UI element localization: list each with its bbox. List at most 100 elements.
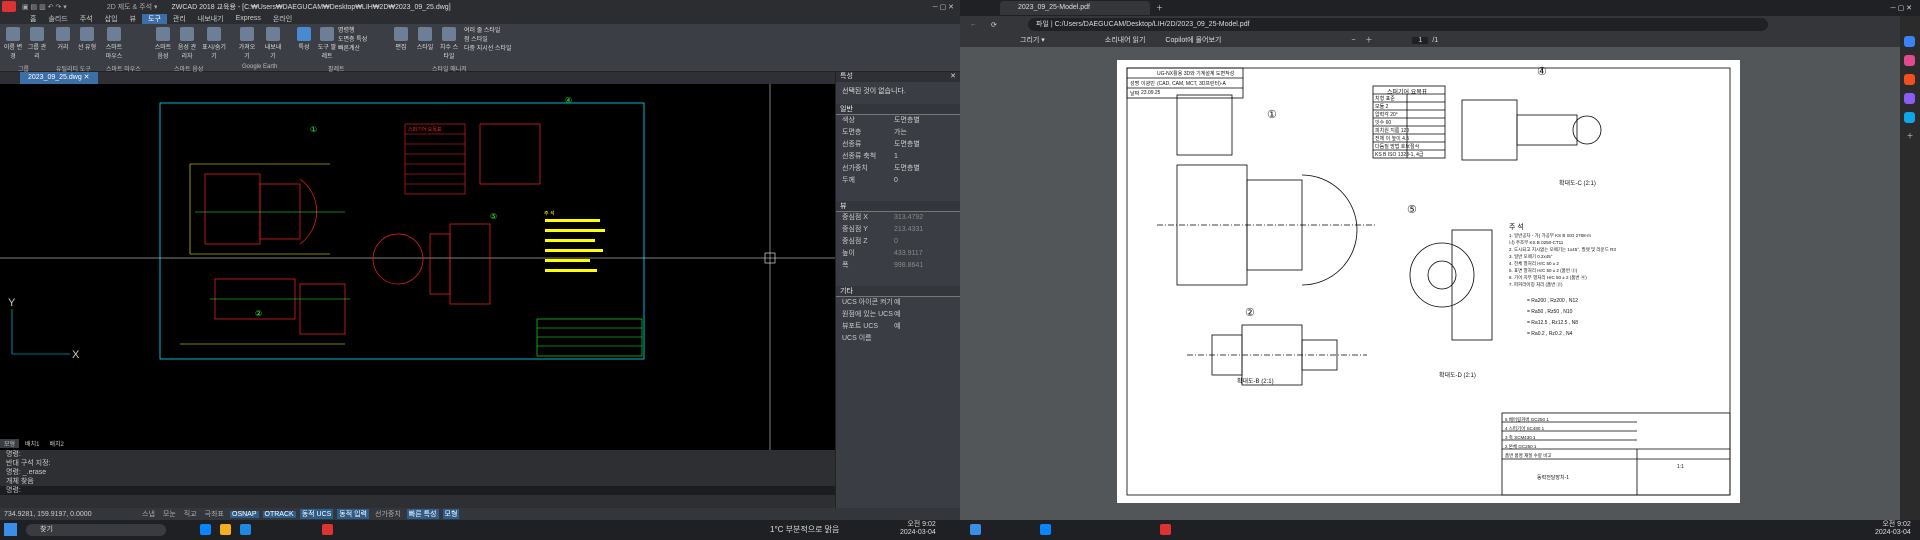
zoom-out-button[interactable]: −	[1351, 36, 1356, 44]
tools-icon[interactable]	[1904, 74, 1915, 85]
edge-tab-pdf[interactable]: 2023_09_25-Model.pdf	[1000, 1, 1150, 15]
export-button[interactable]: 내보내기	[262, 27, 284, 60]
linetype-button[interactable]: 선 유형	[76, 27, 98, 51]
explorer-taskbar-icon[interactable]	[220, 524, 231, 535]
add-icon[interactable]: ＋	[1906, 133, 1914, 140]
tab-solid[interactable]: 솔리드	[48, 15, 68, 23]
layout1-tab[interactable]: 배치1	[25, 442, 40, 448]
close-icon[interactable]: ✕	[950, 73, 956, 80]
tab-manage[interactable]: 관리	[172, 15, 186, 23]
dim-style-button[interactable]: 치수 스타일	[438, 27, 460, 60]
tab-tools[interactable]: 도구	[142, 13, 167, 24]
layer-properties-toggle[interactable]: 도면층 특성	[338, 37, 368, 43]
mleader-style-toggle[interactable]: 다중 지시선 스타일	[464, 46, 512, 52]
palette-icon	[320, 27, 334, 41]
shopping-icon[interactable]	[1904, 55, 1915, 66]
props-section-misc[interactable]: 기타	[836, 286, 960, 297]
cad-window-controls[interactable]: ─ ▢ ✕	[932, 3, 954, 11]
doc-tab[interactable]: 2023_09_25.dwg ✕	[20, 72, 98, 84]
tab-annotate[interactable]: 주석	[79, 15, 93, 23]
refresh-icon[interactable]: ⟳	[991, 21, 997, 29]
text-style-button[interactable]: 편집	[390, 27, 412, 51]
zoom-in-button[interactable]: ＋	[1365, 37, 1373, 44]
style-button[interactable]: 스타일	[414, 27, 436, 51]
layout2-tab[interactable]: 배치2	[49, 442, 64, 448]
windows-start-icon-2[interactable]	[970, 524, 981, 535]
tool-palette-button[interactable]: 도구 팔레트	[316, 27, 338, 60]
model-space-toggle[interactable]: 모형	[442, 509, 460, 519]
distance-button[interactable]: 거리	[52, 27, 74, 51]
otrack-toggle[interactable]: OTRACK	[262, 510, 296, 518]
props-section-view[interactable]: 뷰	[836, 201, 960, 212]
prop-row[interactable]: 원점에 있는 UCS ...예	[842, 311, 901, 318]
tab-view[interactable]: 뷰	[129, 15, 137, 23]
snap-toggle[interactable]: 스냅	[142, 511, 155, 518]
osnap-toggle[interactable]: OSNAP	[230, 510, 259, 518]
new-tab-button[interactable]: ＋	[1156, 5, 1163, 12]
dyn-toggle[interactable]: 동적 입력	[337, 509, 370, 519]
weather-widget[interactable]: 1°C 부분적으로 맑음	[770, 525, 840, 534]
zwcad-logo-icon[interactable]	[2, 1, 16, 12]
command-input[interactable]: 명령:	[0, 486, 835, 495]
quick-access-icons[interactable]: ▣ ▤ ▥ ↶ ↷ ▾	[22, 3, 67, 11]
tab-insert[interactable]: 삽입	[104, 15, 118, 23]
import-button[interactable]: 가져오기	[236, 27, 258, 60]
prop-row[interactable]: UCS 이름	[842, 335, 872, 342]
smart-mouse-button[interactable]: 스마트 마우스	[103, 27, 125, 60]
properties-button[interactable]: 특성	[293, 27, 315, 51]
search-icon[interactable]	[1904, 36, 1915, 47]
tab-express[interactable]: Express	[235, 15, 261, 22]
cad-drawing-canvas[interactable]: Y X ① ④ ⑤ ② 스퍼기어 요목표 주 석 모형 배치1 배치2	[0, 84, 835, 450]
page-number-input[interactable]: 1	[1412, 36, 1429, 44]
model-tabs: 모형 배치1 배치2	[0, 439, 68, 448]
smart-voice-button[interactable]: 스마트 음성	[152, 27, 174, 60]
ducs-toggle[interactable]: 동적 UCS	[299, 509, 334, 519]
windows-start-icon[interactable]	[4, 523, 17, 536]
props-section-general[interactable]: 일반	[836, 104, 960, 115]
command-line-toggle[interactable]: 명령행	[338, 28, 355, 34]
url-field[interactable]: 파일 | C:/Users/DAEGUCAM/Desktop/LIH/2D/20…	[1028, 18, 1768, 31]
zwcad-taskbar-icon-2[interactable]	[1160, 524, 1171, 535]
show-hide-button[interactable]: 표시/숨기기	[200, 27, 228, 60]
games-icon[interactable]	[1904, 93, 1915, 104]
lineweight-toggle[interactable]: 선가중치	[375, 511, 401, 518]
back-icon[interactable]: ←	[970, 21, 977, 28]
pdf-draw-tool[interactable]: 그리기 ▾	[1020, 37, 1045, 44]
view-5-label: ⑤	[1407, 204, 1417, 216]
grid-toggle[interactable]: 모눈	[162, 511, 176, 518]
point-style-toggle[interactable]: 점 스타일	[464, 37, 488, 43]
model-tab[interactable]: 모형	[0, 439, 20, 448]
taskbar-search[interactable]: 찾기	[26, 524, 166, 536]
group-manager-button[interactable]: 그룹 관리	[26, 27, 48, 60]
tab-home[interactable]: 홈	[30, 15, 37, 23]
view-1-housing	[204, 173, 346, 335]
edge-taskbar-icon-2[interactable]	[1040, 524, 1051, 535]
tab-export[interactable]: 내보내기	[197, 15, 224, 23]
polar-toggle[interactable]: 극좌표	[204, 511, 224, 518]
outlook-icon[interactable]	[1904, 112, 1915, 123]
quick-props-toggle[interactable]: 빠른 특성	[406, 509, 439, 519]
zwcad-taskbar-icon[interactable]	[322, 524, 333, 535]
quick-calc-toggle[interactable]: 빠른계산	[338, 46, 361, 52]
rename-group-button[interactable]: 이름 변경	[2, 27, 24, 60]
mail-taskbar-icon[interactable]	[240, 524, 251, 535]
ortho-toggle[interactable]: 직교	[183, 511, 197, 518]
command-line[interactable]: 명령: 반대 구석 지정: 명령: _.erase 개체 찾음 명령:	[0, 450, 835, 508]
voice-manager-button[interactable]: 음성 관리자	[176, 27, 198, 60]
tab-online[interactable]: 온라인	[272, 15, 293, 23]
edge-taskbar-icon[interactable]	[200, 524, 211, 535]
pdf-read-aloud[interactable]: 소리내어 읽기	[1104, 37, 1146, 44]
mline-style-toggle[interactable]: 여러 줄 스타일	[464, 28, 501, 34]
edge-window-controls[interactable]: ─ ▢ ✕	[1890, 5, 1912, 12]
pdf-copilot[interactable]: Copilot에 물어보기	[1165, 37, 1222, 44]
